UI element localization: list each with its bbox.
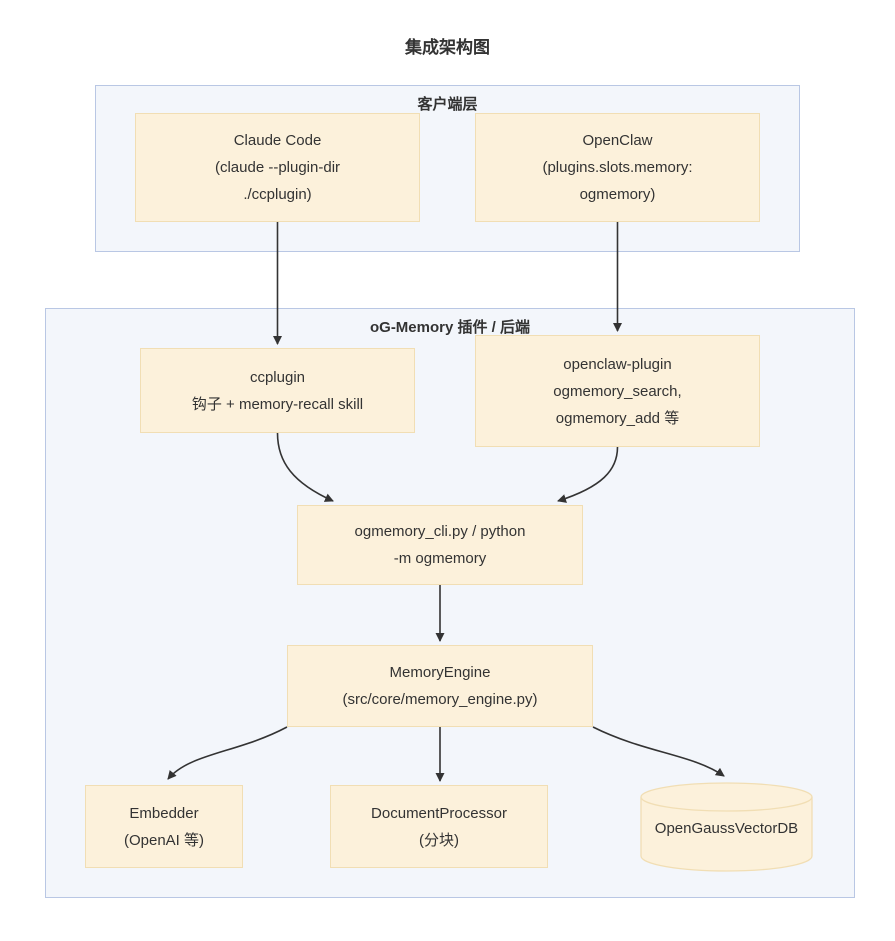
cluster-client-layer-label: 客户端层 bbox=[417, 96, 478, 113]
diagram-title: 集成架构图 bbox=[405, 38, 490, 57]
node-openclaw-line-3: ogmemory) bbox=[579, 186, 656, 203]
node-ogmemory-cli-line-1: ogmemory_cli.py / python bbox=[354, 523, 526, 540]
node-ccplugin-line-2: 钩子 + memory-recall skill bbox=[191, 395, 364, 413]
node-embedder-line-1: Embedder bbox=[129, 804, 199, 822]
node-document-processor-line-1: DocumentProcessor bbox=[371, 804, 507, 822]
node-claude-code-line-1: Claude Code bbox=[233, 132, 322, 149]
node-ccplugin: ccplugin 钩子 + memory-recall skill bbox=[140, 348, 415, 433]
node-claude-code-line-2: (claude --plugin-dir bbox=[214, 159, 341, 176]
node-openclaw-plugin-line-2: ogmemory_search, bbox=[553, 382, 682, 400]
node-opengauss-vectordb: OpenGaussVectorDB bbox=[640, 782, 813, 872]
node-document-processor: DocumentProcessor (分块) bbox=[330, 785, 548, 868]
node-ccplugin-line-1: ccplugin bbox=[249, 368, 306, 386]
node-embedder-line-2: (OpenAI 等) bbox=[123, 831, 205, 849]
edge-memory-engine-to-embedder bbox=[167, 726, 288, 780]
edge-ccplugin-to-cli bbox=[276, 432, 334, 502]
node-claude-code-line-3: ./ccplugin) bbox=[243, 186, 312, 203]
node-document-processor-line-2: (分块) bbox=[419, 831, 459, 849]
node-memory-engine-line-1: MemoryEngine bbox=[389, 664, 491, 681]
node-opengauss-vectordb-label: OpenGaussVectorDB bbox=[654, 820, 799, 837]
node-openclaw-plugin-line-3: ogmemory_add 等 bbox=[555, 409, 680, 427]
node-embedder: Embedder (OpenAI 等) bbox=[85, 785, 243, 868]
database-cylinder-icon bbox=[640, 782, 813, 872]
node-openclaw-plugin-line-1: openclaw-plugin bbox=[563, 355, 672, 373]
node-ogmemory-cli-line-2: -m ogmemory bbox=[393, 550, 487, 567]
node-openclaw-line-2: (plugins.slots.memory: bbox=[542, 159, 693, 176]
node-memory-engine: MemoryEngine (src/core/memory_engine.py) bbox=[287, 645, 593, 727]
node-claude-code: Claude Code (claude --plugin-dir ./ccplu… bbox=[135, 113, 420, 222]
node-openclaw-plugin: openclaw-plugin ogmemory_search, ogmemor… bbox=[475, 335, 760, 447]
edge-memory-engine-to-vectordb bbox=[592, 726, 725, 777]
node-openclaw-line-1: OpenClaw bbox=[582, 132, 653, 149]
node-memory-engine-line-2: (src/core/memory_engine.py) bbox=[342, 691, 538, 708]
node-ogmemory-cli: ogmemory_cli.py / python -m ogmemory bbox=[297, 505, 583, 585]
cluster-backend-label: oG-Memory 插件 / 后端 bbox=[369, 319, 530, 336]
node-openclaw: OpenClaw (plugins.slots.memory: ogmemory… bbox=[475, 113, 760, 222]
edge-openclaw-plugin-to-cli bbox=[557, 446, 619, 503]
